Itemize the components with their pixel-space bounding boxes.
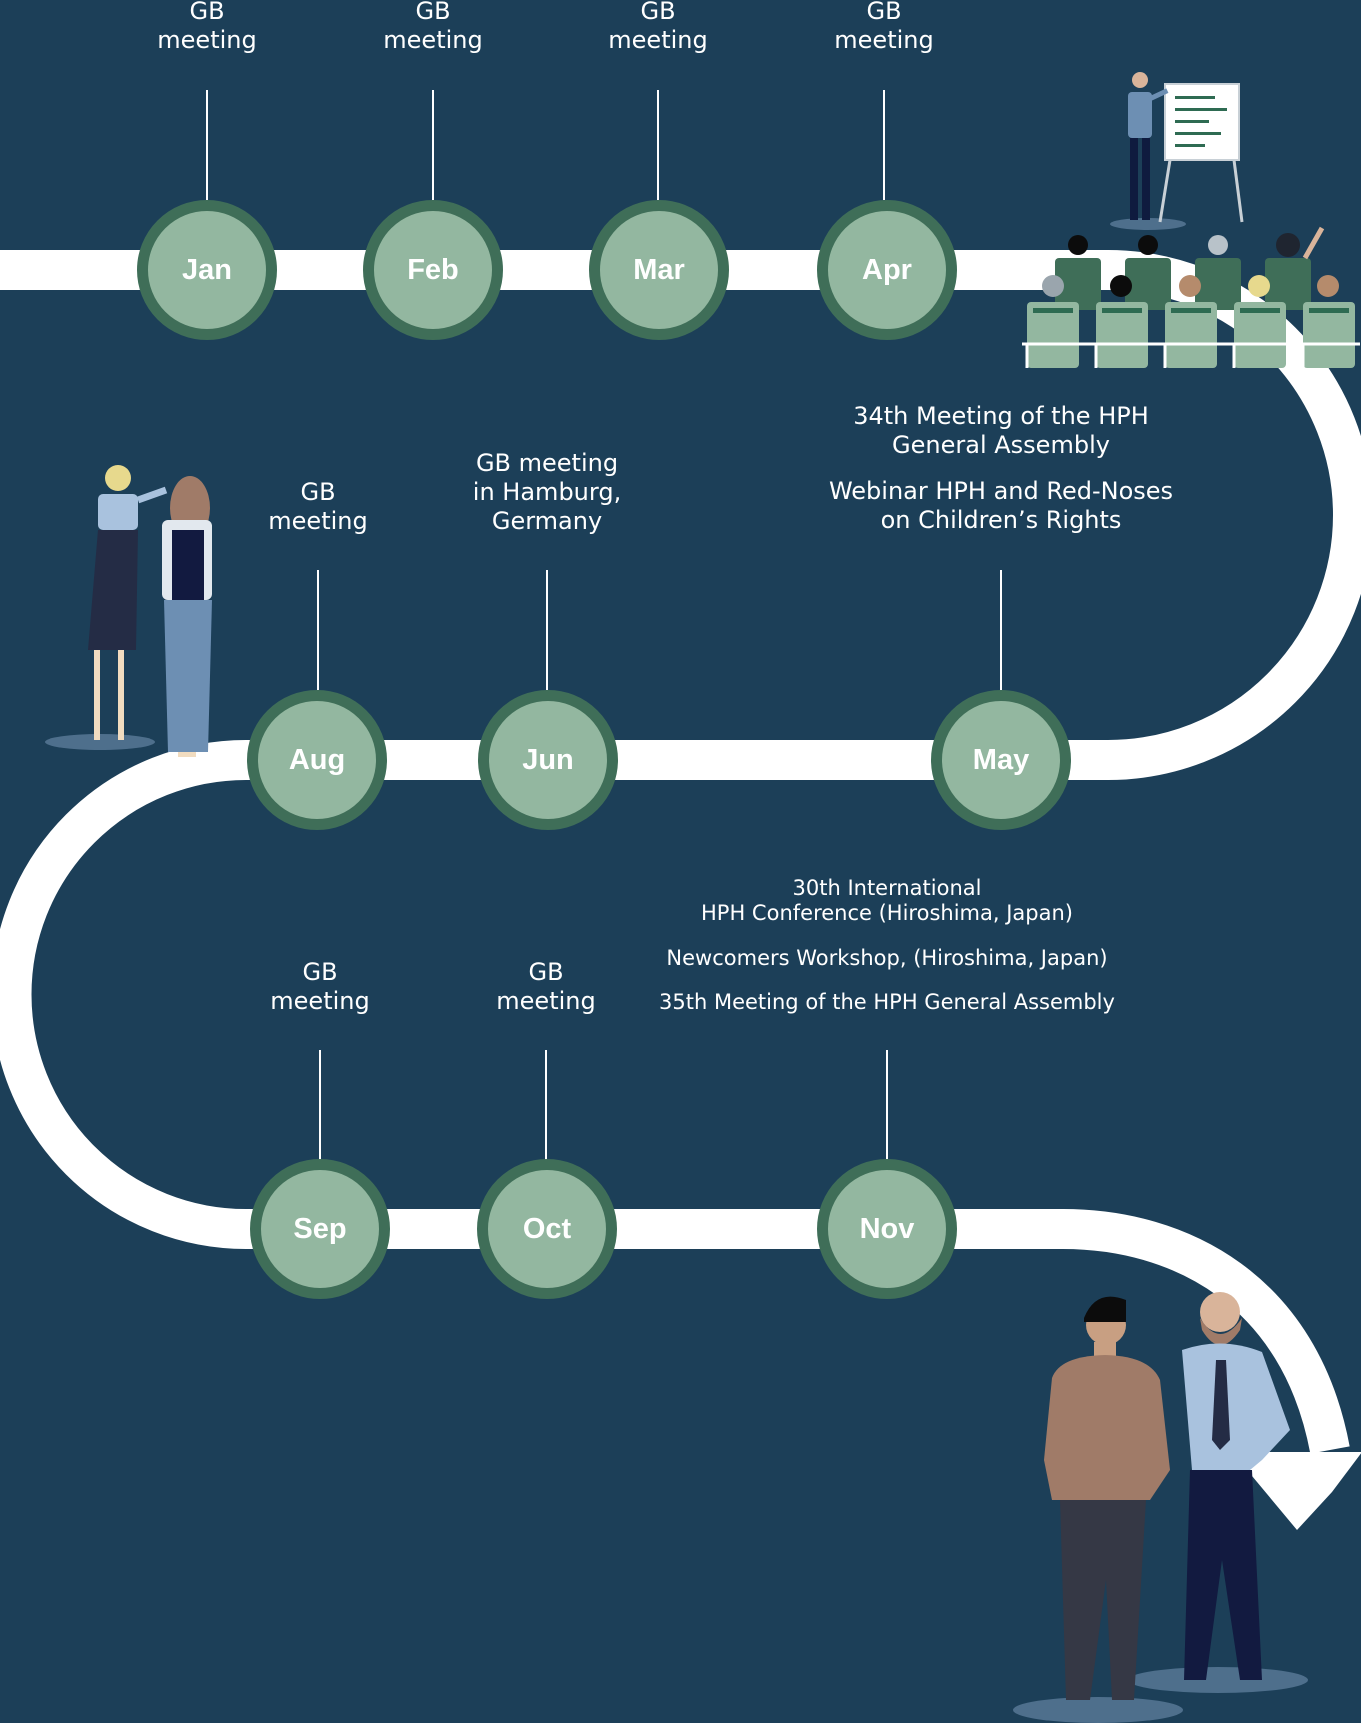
event-label-apr: GB meeting: [764, 0, 1004, 55]
two-women-illustration: [45, 465, 212, 757]
presenter-illustration: [1110, 72, 1244, 230]
event-label-oct: GB meeting: [426, 958, 666, 1016]
event-aug-line-1: GB: [300, 478, 336, 506]
month-label-may: May: [972, 743, 1030, 776]
month-node-aug: Aug: [247, 690, 387, 830]
audience-illustration: [1022, 226, 1360, 368]
event-apr-line-1: GB: [866, 0, 902, 25]
month-label-aug: Aug: [288, 743, 346, 776]
event-may-line-3: Webinar HPH and Red-Noses: [828, 477, 1174, 505]
event-label-jan: GB meeting: [87, 0, 327, 55]
month-node-nov: Nov: [817, 1159, 957, 1299]
event-label-feb: GB meeting: [313, 0, 553, 55]
timeline-track: [0, 250, 1361, 1454]
event-sep-line-1: GB: [302, 958, 338, 986]
event-may-line-4: on Children’s Rights: [880, 506, 1122, 534]
event-nov-line-2: HPH Conference (Hiroshima, Japan): [701, 901, 1073, 925]
event-label-nov: 30th International HPH Conference (Hiros…: [627, 876, 1147, 1015]
month-label-oct: Oct: [522, 1212, 572, 1245]
event-jun-line-1: GB meeting: [475, 449, 619, 477]
month-label-mar: Mar: [633, 253, 685, 286]
month-node-jan: Jan: [137, 200, 277, 340]
month-node-jun: Jun: [478, 690, 618, 830]
month-label-sep: Sep: [293, 1212, 347, 1245]
event-jan-line-2: meeting: [157, 26, 257, 54]
event-label-may: 34th Meeting of the HPH General Assembly…: [801, 402, 1201, 535]
event-jun-line-3: Germany: [491, 507, 603, 535]
month-label-jan: Jan: [182, 253, 232, 286]
event-nov-line-3: Newcomers Workshop, (Hiroshima, Japan): [666, 946, 1108, 970]
event-mar-line-1: GB: [640, 0, 676, 25]
month-node-mar: Mar: [589, 200, 729, 340]
event-apr-line-2: meeting: [834, 26, 934, 54]
event-label-jun: GB meeting in Hamburg, Germany: [427, 449, 667, 536]
event-nov-line-1: 30th International: [792, 876, 982, 900]
month-node-sep: Sep: [250, 1159, 390, 1299]
event-mar-line-2: meeting: [608, 26, 708, 54]
event-oct-line-2: meeting: [496, 987, 596, 1015]
month-label-feb: Feb: [407, 253, 459, 286]
event-label-mar: GB meeting: [538, 0, 778, 55]
event-may-line-2: General Assembly: [892, 431, 1110, 459]
event-may-line-1: 34th Meeting of the HPH: [853, 402, 1149, 430]
month-node-oct: Oct: [477, 1159, 617, 1299]
event-jan-line-1: GB: [189, 0, 225, 25]
event-oct-line-1: GB: [528, 958, 564, 986]
event-nov-line-4: 35th Meeting of the HPH General Assembly: [659, 990, 1115, 1014]
track-arrowhead: [1232, 1452, 1361, 1530]
event-label-aug: GB meeting: [198, 478, 438, 536]
event-aug-line-2: meeting: [268, 507, 368, 535]
month-node-feb: Feb: [363, 200, 503, 340]
two-men-illustration: [1013, 1292, 1308, 1723]
event-label-sep: GB meeting: [200, 958, 440, 1016]
connector-lines: [206, 90, 1002, 1160]
month-label-jun: Jun: [522, 743, 574, 776]
month-node-apr: Apr: [817, 200, 957, 340]
month-label-apr: Apr: [862, 253, 912, 286]
event-sep-line-2: meeting: [270, 987, 370, 1015]
month-node-may: May: [931, 690, 1071, 830]
month-label-nov: Nov: [859, 1212, 915, 1245]
event-feb-line-2: meeting: [383, 26, 483, 54]
event-jun-line-2: in Hamburg,: [472, 478, 622, 506]
event-feb-line-1: GB: [415, 0, 451, 25]
